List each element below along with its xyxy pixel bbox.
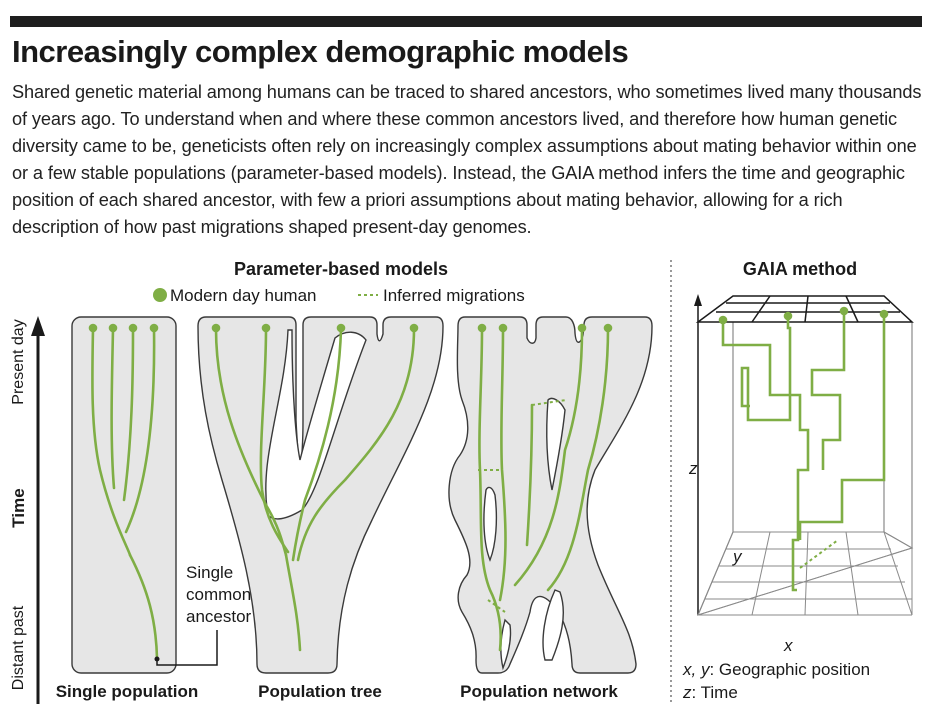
gaia-top-grid	[695, 295, 914, 323]
time-axis-title: Time	[9, 488, 28, 527]
population-network-gap	[483, 486, 498, 562]
page-title: Increasingly complex demographic models	[12, 34, 629, 69]
modern-human-dot	[88, 323, 98, 333]
modern-human-dot	[336, 323, 346, 333]
gaia-base-grid	[697, 531, 914, 616]
ancestor-callout-line3: ancestor	[186, 607, 252, 626]
population-network-humans	[477, 323, 613, 333]
gaia-z-label: z	[688, 459, 698, 478]
gaia-y-label: y	[732, 547, 743, 566]
parameter-models-heading: Parameter-based models	[234, 259, 448, 279]
modern-human-dot	[603, 323, 613, 333]
single-population-diagram: Single common ancestor Single population	[56, 316, 252, 701]
single-population-lineages	[91, 327, 159, 660]
gaia-legend-position: x, y: Geographic position	[682, 660, 870, 679]
population-tree-shape	[197, 316, 444, 674]
modern-human-dot	[718, 315, 728, 325]
gaia-heading: GAIA method	[743, 259, 857, 279]
time-axis-present-label: Present day	[10, 319, 27, 404]
single-population-label: Single population	[56, 682, 199, 701]
population-network-lineages	[478, 327, 610, 652]
intro-paragraph: Shared genetic material among humans can…	[12, 82, 922, 237]
single-population-humans	[88, 323, 159, 333]
title-bar	[10, 16, 922, 27]
modern-human-dot	[409, 323, 419, 333]
modern-human-dot	[108, 323, 118, 333]
gaia-legend-xy-text: : Geographic position	[709, 660, 870, 679]
population-tree-diagram: Population tree	[197, 316, 444, 701]
ancestor-marker	[154, 656, 160, 662]
gaia-lineages	[721, 312, 886, 592]
migration-legend-label: Inferred migrations	[383, 286, 525, 305]
time-axis-arrowhead	[31, 316, 45, 336]
ancestor-callout-line	[156, 630, 218, 666]
gaia-z-arrowhead	[694, 294, 702, 306]
population-network-migrations	[478, 399, 567, 613]
modern-human-dot	[149, 323, 159, 333]
population-network-label: Population network	[460, 682, 618, 701]
gaia-migration	[799, 539, 839, 569]
population-tree-humans	[211, 323, 419, 333]
gaia-legend-xy-var: x, y	[682, 660, 711, 679]
ancestor-callout-line1: Single	[186, 563, 233, 582]
modern-human-dot	[128, 323, 138, 333]
modern-human-dot	[879, 309, 889, 319]
modern-human-dot	[211, 323, 221, 333]
gaia-legend-time: z: Time	[682, 683, 738, 702]
population-network-gap	[542, 589, 564, 661]
population-network-diagram: Population network	[448, 316, 653, 701]
gaia-humans	[718, 306, 889, 325]
ancestor-callout-line2: common	[186, 585, 251, 604]
modern-human-dot	[498, 323, 508, 333]
gaia-x-label: x	[783, 636, 793, 655]
modern-human-dot	[577, 323, 587, 333]
population-tree-label: Population tree	[258, 682, 382, 701]
population-tree-lineages	[214, 327, 416, 652]
gaia-legend-z-var: z	[682, 683, 692, 702]
modern-human-dot	[477, 323, 487, 333]
gaia-legend-z-text: : Time	[692, 683, 738, 702]
modern-human-dot	[783, 311, 793, 321]
time-axis-past-label: Distant past	[10, 605, 27, 690]
gaia-diagram: GAIA method	[682, 259, 914, 702]
modern-human-legend-label: Modern day human	[170, 286, 316, 305]
population-tree-gap	[265, 329, 367, 520]
modern-human-legend-dot	[153, 288, 167, 302]
modern-human-dot	[261, 323, 271, 333]
modern-human-dot	[839, 306, 849, 316]
